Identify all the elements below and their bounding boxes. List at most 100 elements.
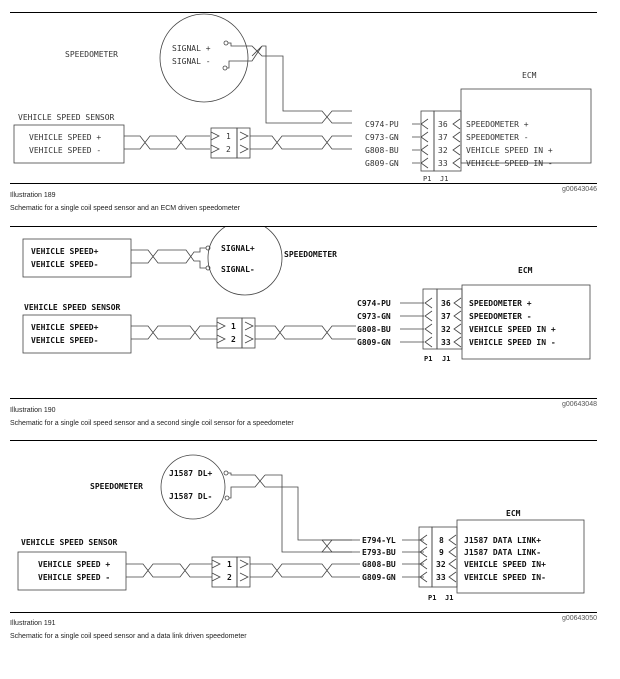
wire-speedo-plus (228, 42, 310, 112)
wire-label: G809-GN (365, 159, 399, 168)
ecm-pin-label: SPEEDOMETER + (466, 120, 529, 129)
schematic-189: SPEEDOMETER SIGNAL + SIGNAL - VEHICLE SP… (0, 13, 620, 183)
speedometer-pin-minus: SIGNAL - (172, 57, 211, 66)
graphic-id: g00643050 (561, 615, 597, 622)
ecm-pin-number: 32 (441, 325, 451, 334)
ecm-pin-number: 32 (436, 560, 446, 569)
connector-label-j1: J1 (445, 594, 453, 602)
sensor-box (17, 551, 127, 591)
second-sensor-pin-minus: VEHICLE SPEED- (31, 260, 98, 269)
ecm-pin-number: 36 (441, 299, 451, 308)
second-sensor-box (22, 238, 132, 278)
ecm-pin-number: 32 (438, 146, 448, 155)
ecm-pin-label: J1587 DATA LINK+ (464, 536, 541, 545)
sensor-pin-plus: VEHICLE SPEED + (38, 560, 110, 569)
sensor-title: VEHICLE SPEED SENSOR (21, 538, 118, 547)
speedometer-label: SPEEDOMETER (90, 482, 143, 491)
speedometer-circle (160, 454, 226, 520)
ecm-pin-label: VEHICLE SPEED IN - (466, 159, 553, 168)
connector-label-p1: P1 (428, 594, 436, 602)
illustration-number: Illustration 190 (10, 407, 56, 414)
terminal-icon (223, 470, 229, 476)
wire-label: E793-BU (362, 548, 396, 557)
rule-bottom-189 (10, 183, 597, 184)
speedometer-pin-plus: SIGNAL + (172, 44, 211, 53)
ecm-pin-label: VEHICLE SPEED IN+ (464, 560, 546, 569)
rule-top-190 (10, 226, 597, 227)
ecm-pin-label: SPEEDOMETER - (469, 312, 532, 321)
graphic-id: g00643046 (561, 186, 597, 193)
wire-label: C973-GN (365, 133, 399, 142)
terminal-icon (223, 40, 229, 46)
ecm-label: ECM (518, 266, 533, 275)
ecm-pin-number: 36 (438, 120, 448, 129)
rule-top-189 (10, 12, 597, 13)
inline-connector (210, 127, 238, 159)
wire-label: G809-GN (357, 338, 391, 347)
speedometer-pin-minus: SIGNAL- (221, 265, 255, 274)
graphic-id: g00643048 (561, 401, 597, 408)
connector-p1 (422, 288, 438, 350)
wire-sensor-plus (124, 135, 210, 150)
ecm-pin-label: VEHICLE SPEED IN- (464, 573, 546, 582)
terminal-icon (224, 495, 230, 501)
wire-label: G808-BU (362, 560, 396, 569)
ecm-pin-number: 33 (438, 159, 448, 168)
illustration-caption: Schematic for a single coil speed sensor… (10, 633, 247, 640)
sensor-pin-plus: VEHICLE SPEED + (29, 133, 101, 142)
ecm-box (456, 519, 585, 594)
sensor-title: VEHICLE SPEED SENSOR (18, 113, 115, 122)
inline-pin-1: 1 (226, 132, 231, 141)
terminal-icon (222, 65, 228, 71)
ecm-pin-number: 37 (438, 133, 448, 142)
connector-label-j1: J1 (440, 175, 448, 183)
inline-pin-2: 2 (231, 335, 236, 344)
wire-label: G808-BU (357, 325, 391, 334)
ecm-box (460, 88, 592, 164)
ecm-pin-number: 33 (436, 573, 446, 582)
wire-label: C974-PU (357, 299, 391, 308)
sensor-title: VEHICLE SPEED SENSOR (24, 303, 121, 312)
illustration-number: Illustration 191 (10, 620, 56, 627)
ecm-pin-number: 9 (439, 548, 444, 557)
wire-vs-minus (250, 135, 310, 150)
speedometer-circle (159, 13, 249, 103)
connector-label-j1: J1 (442, 355, 450, 363)
wire-label: C974-PU (365, 120, 399, 129)
sensor-box (22, 314, 132, 354)
illustration-number: Illustration 189 (10, 192, 56, 199)
speedometer-circle (207, 227, 283, 296)
connector-label-p1: P1 (424, 355, 432, 363)
schematic-190: VEHICLE SPEED+ VEHICLE SPEED- SIGNAL+ SI… (0, 227, 620, 397)
ecm-pin-label: SPEEDOMETER + (469, 299, 532, 308)
rule-top-191 (10, 440, 597, 441)
inline-pin-1: 1 (227, 560, 232, 569)
illustration-caption: Schematic for a single coil speed sensor… (10, 205, 240, 212)
sensor-box (13, 124, 125, 164)
ecm-label: ECM (506, 509, 521, 518)
speedometer-label: SPEEDOMETER (65, 50, 118, 59)
schematic-191: SPEEDOMETER J1587 DL+ J1587 DL- VEHICLE … (0, 441, 620, 611)
ecm-label: ECM (522, 71, 537, 80)
ecm-pin-number: 37 (441, 312, 451, 321)
sensor-pin-minus: VEHICLE SPEED - (29, 146, 101, 155)
wire-label: C973-GN (357, 312, 391, 321)
inline-connector (216, 317, 243, 349)
ecm-pin-label: VEHICLE SPEED IN + (469, 325, 556, 334)
wire-label: G808-BU (365, 146, 399, 155)
illustration-caption: Schematic for a single coil speed sensor… (10, 420, 294, 427)
sensor-pin-plus: VEHICLE SPEED+ (31, 323, 99, 332)
ecm-pin-label: J1587 DATA LINK- (464, 548, 541, 557)
speedometer-pin-plus: SIGNAL+ (221, 244, 255, 253)
rule-bottom-191 (10, 612, 597, 613)
wire-label: G809-GN (362, 573, 396, 582)
inline-pin-1: 1 (231, 322, 236, 331)
speedometer-pin-plus: J1587 DL+ (169, 469, 213, 478)
inline-pin-2: 2 (227, 573, 232, 582)
inline-pin-2: 2 (226, 145, 231, 154)
ecm-pin-number: 33 (441, 338, 451, 347)
sensor-pin-minus: VEHICLE SPEED - (38, 573, 110, 582)
sensor-pin-minus: VEHICLE SPEED- (31, 336, 98, 345)
ecm-pin-number: 8 (439, 536, 444, 545)
ecm-box (461, 284, 591, 360)
